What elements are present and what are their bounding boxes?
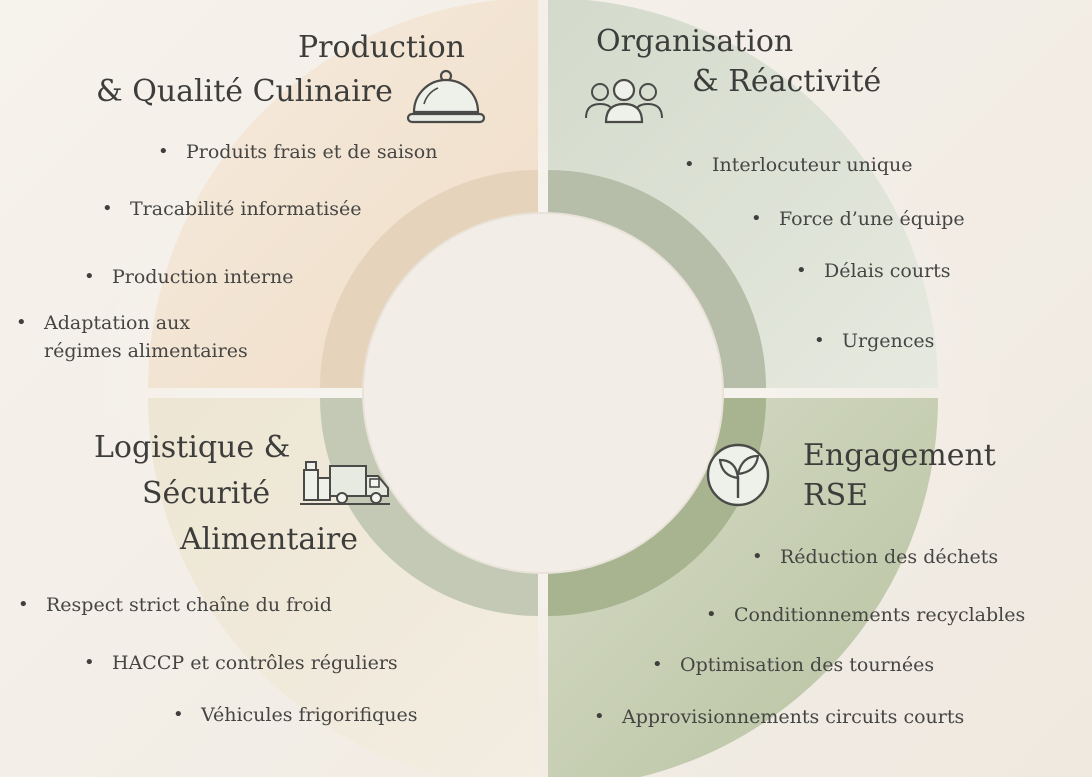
delivery-truck-icon [300,461,390,505]
rse-item: Optimisation des tournées [652,652,934,678]
production-title-line1: Production [298,30,465,65]
logistique-title-line1: Logistique & [94,430,291,465]
organisation-item: Urgences [814,328,934,354]
logistique-item: Véhicules frigorifiques [173,702,417,728]
center-circle [363,213,723,573]
cloche-icon [406,69,486,124]
rse-item: Conditionnements recyclables [706,602,1025,628]
organisation-item: Délais courts [796,258,950,284]
rse-title-line2: RSE [803,478,869,513]
logistique-item: HACCP et contrôles réguliers [84,650,398,676]
rse-item: Approvisionnements circuits courts [594,704,964,730]
organisation-item: Interlocuteur unique [684,152,912,178]
production-item: Production interne [84,264,293,290]
sprout-icon [706,443,770,507]
organisation-title-line1: Organisation [596,24,794,59]
production-item-continued: régimes alimentaires [44,340,248,362]
logistique-title-line3: Alimentaire [180,522,359,557]
organisation-title-line2: & Réactivité [692,64,882,99]
production-item: Adaptation aux [16,310,190,336]
rse-item: Réduction des déchets [752,544,998,570]
production-title-line2: & Qualité Culinaire [96,74,393,109]
logistique-item: Respect strict chaîne du froid [18,592,332,618]
team-icon [585,78,663,124]
production-item: Tracabilité informatisée [102,196,361,222]
production-item: Produits frais et de saison [158,139,438,165]
logistique-title-line2: Sécurité [142,476,271,511]
organisation-item: Force d’une équipe [751,206,965,232]
rse-title-line1: Engagement [803,438,996,473]
